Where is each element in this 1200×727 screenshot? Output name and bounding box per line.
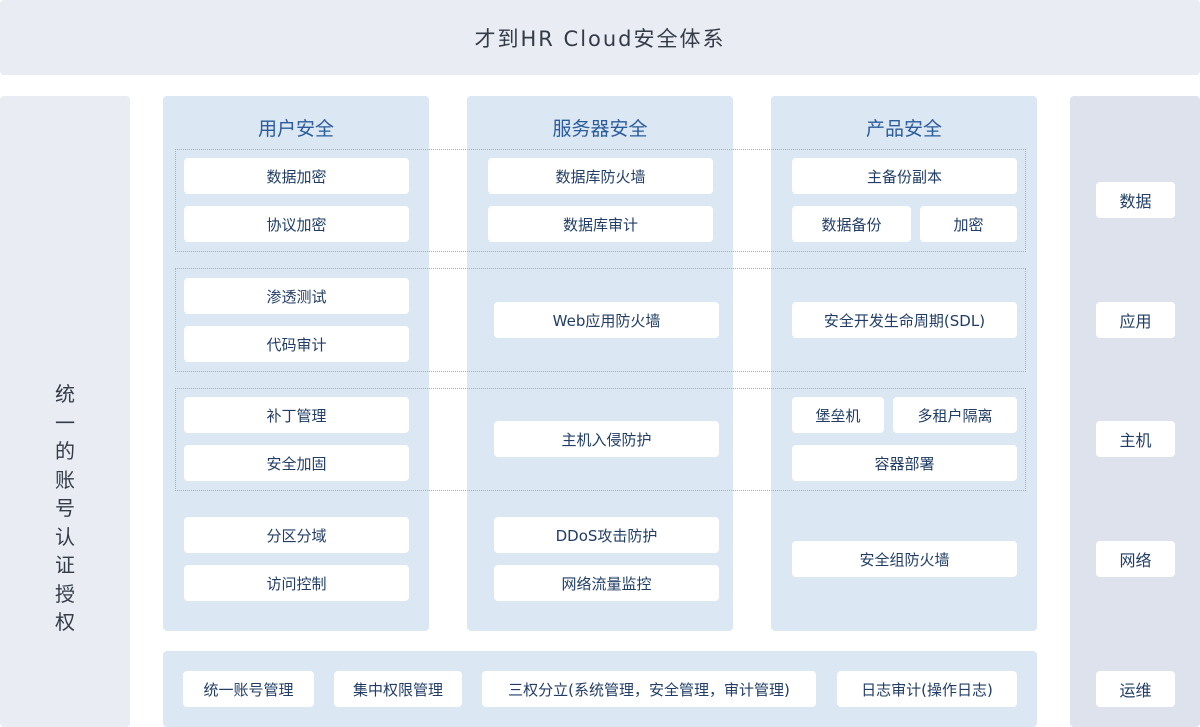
left-char: 号 <box>55 496 75 520</box>
left-char: 的 <box>55 439 75 463</box>
layer-network-box: 网络 <box>1096 541 1175 577</box>
log-audit-box: 日志审计(操作日志) <box>837 671 1017 707</box>
left-char: 认 <box>55 524 75 549</box>
code-audit-box: 代码审计 <box>184 326 409 362</box>
layer-app-box: 应用 <box>1096 302 1175 338</box>
penetration-test-box: 渗透测试 <box>184 278 409 314</box>
traffic-monitor-box: 网络流量监控 <box>494 565 719 601</box>
left-char: 权 <box>55 610 75 634</box>
user-security-title: 用户安全 <box>257 118 334 140</box>
encryption-box: 加密 <box>920 206 1017 242</box>
bastion-host-box: 堡垒机 <box>792 397 884 433</box>
top-banner: 才到HR Cloud安全体系 <box>0 0 1200 75</box>
layer-data-box: 数据 <box>1096 182 1175 218</box>
waf-box: Web应用防火墙 <box>494 302 719 338</box>
left-char: 账 <box>55 467 75 492</box>
container-deploy-box: 容器部署 <box>792 445 1017 481</box>
tenant-isolation-box: 多租户隔离 <box>893 397 1017 433</box>
patch-management-box: 补丁管理 <box>184 397 409 433</box>
primary-backup-box: 主备份副本 <box>792 158 1017 194</box>
data-backup-box: 数据备份 <box>792 206 911 242</box>
diagram-title: 才到HR Cloud安全体系 <box>474 26 726 51</box>
product-security-title: 产品安全 <box>865 118 942 140</box>
left-char: 授 <box>55 581 75 606</box>
separation-of-powers-box: 三权分立(系统管理，安全管理，审计管理) <box>482 671 816 707</box>
sdl-box: 安全开发生命周期(SDL) <box>792 302 1017 338</box>
unified-auth-label: 统 一 的 账 号 认 证 授 权 <box>0 380 130 637</box>
data-row-outline <box>175 149 1026 252</box>
db-firewall-box: 数据库防火墙 <box>488 158 713 194</box>
unified-auth-column: 统 一 的 账 号 认 证 授 权 <box>0 96 130 727</box>
access-control-box: 访问控制 <box>184 565 409 601</box>
left-char: 统 <box>55 382 75 406</box>
protocol-encryption-box: 协议加密 <box>184 206 409 242</box>
security-group-firewall-box: 安全组防火墙 <box>792 541 1017 577</box>
left-char: 一 <box>55 410 75 435</box>
host-row-outline <box>175 388 1026 491</box>
host-intrusion-box: 主机入侵防护 <box>494 421 719 457</box>
app-row-outline <box>175 268 1026 372</box>
zone-partition-box: 分区分域 <box>184 517 409 553</box>
db-audit-box: 数据库审计 <box>488 206 713 242</box>
layer-host-box: 主机 <box>1096 421 1175 457</box>
left-char: 证 <box>55 553 75 577</box>
security-hardening-box: 安全加固 <box>184 445 409 481</box>
central-permission-box: 集中权限管理 <box>334 671 462 707</box>
unified-account-box: 统一账号管理 <box>183 671 314 707</box>
server-security-title: 服务器安全 <box>552 118 648 140</box>
layer-ops-box: 运维 <box>1096 671 1175 707</box>
data-encryption-box: 数据加密 <box>184 158 409 194</box>
ddos-protection-box: DDoS攻击防护 <box>494 517 719 553</box>
